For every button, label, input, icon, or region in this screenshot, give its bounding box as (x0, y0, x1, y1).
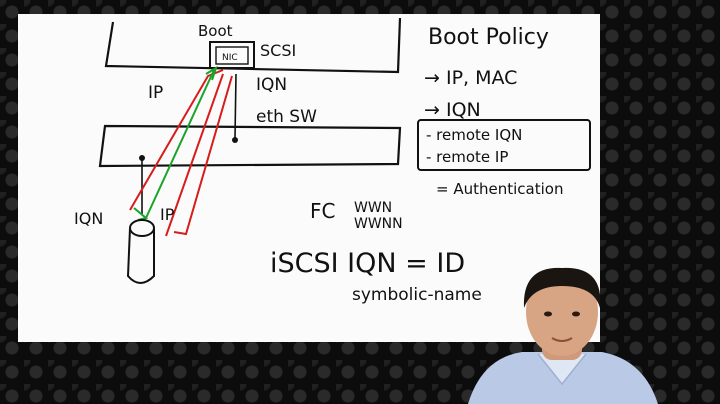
remote-target-box (417, 119, 591, 171)
whiteboard: Boot NIC SCSI IP IQN eth SW IQN IP Boot … (18, 14, 600, 342)
server-label: Boot (198, 22, 233, 40)
iqn-right-label: IQN (256, 75, 287, 95)
red-arrow-right (173, 75, 233, 236)
server-switch-line (234, 73, 237, 139)
presenter-avatar (468, 267, 658, 404)
switch-box (98, 124, 402, 168)
presenter-hair (523, 267, 601, 308)
boot-policy-item-ip-mac: → IP, MAC (424, 67, 517, 89)
fc-wwn-label: WWN (354, 200, 392, 216)
scsi-label: SCSI (260, 41, 296, 60)
ip-bottom-label: IP (160, 205, 175, 224)
presenter-eye-left (544, 311, 552, 317)
presenter-mouth (551, 337, 573, 342)
whiteboard-drawing: Boot NIC SCSI IP IQN eth SW IQN IP Boot … (74, 17, 591, 305)
nic-box (209, 41, 255, 69)
storage-cylinder-body (126, 227, 155, 284)
iscsi-iqn-id-label: iSCSI IQN = ID (270, 248, 465, 279)
fc-label: FC (310, 199, 335, 223)
ip-left-label: IP (148, 83, 163, 103)
switch-label: eth SW (256, 107, 317, 127)
presenter-eye-right (572, 311, 580, 317)
green-arrowhead-bottom (133, 207, 149, 221)
green-arrowhead (205, 65, 218, 81)
nic-label: NIC (222, 53, 238, 63)
boot-policy-authentication: = Authentication (436, 180, 563, 198)
boot-policy-item-iqn: → IQN (424, 99, 481, 121)
boot-policy-remote-iqn: - remote IQN (426, 126, 522, 144)
switch-port-dot (232, 137, 238, 143)
red-arrow-left (129, 69, 224, 211)
symbolic-name-label: symbolic-name (352, 285, 482, 305)
storage-cylinder-top (129, 219, 155, 237)
iqn-bottom-label: IQN (74, 209, 103, 228)
green-arrow (145, 69, 215, 219)
red-arrow-middle (165, 73, 224, 237)
boot-policy-title: Boot Policy (428, 25, 549, 50)
fc-wwnn-label: WWNN (354, 216, 403, 232)
presenter-collar (537, 353, 587, 386)
presenter-face (526, 268, 598, 356)
switch-port-dot-left (139, 155, 145, 161)
boot-policy-remote-ip: - remote IP (426, 148, 508, 166)
nic-inner-box (215, 46, 249, 65)
